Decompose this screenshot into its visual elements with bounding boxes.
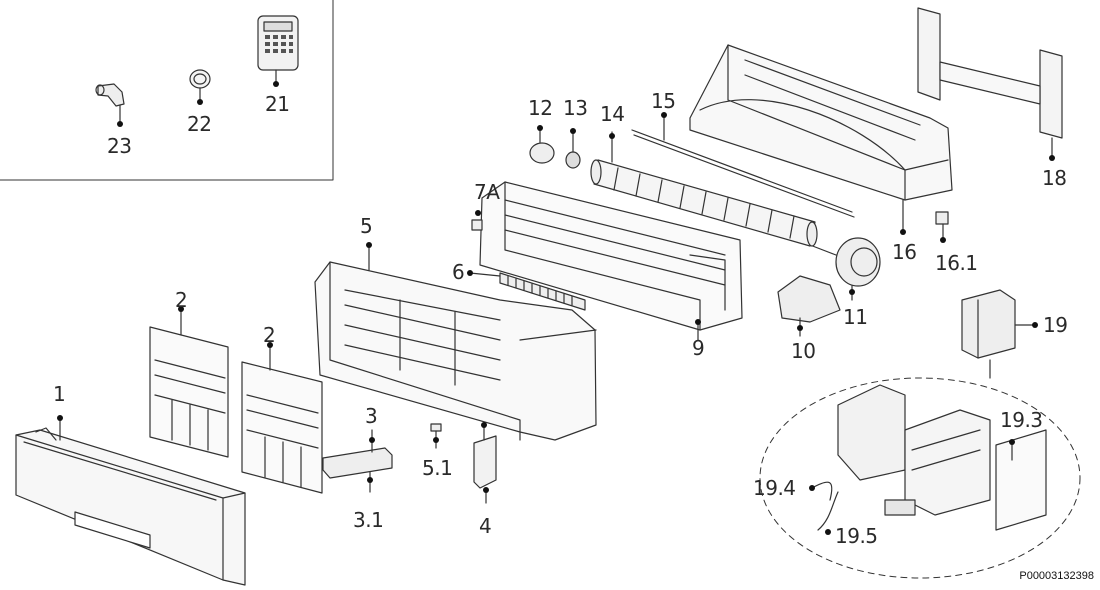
part-label-9: 9 [692,336,705,360]
bearing-holder [529,127,555,164]
evaporator [471,181,743,341]
front-panel [15,417,246,586]
swing-rod [631,114,855,218]
part-label-19: 19 [1043,313,1068,337]
part-label-16-1: 16.1 [935,251,978,275]
part-label-19-4: 19.4 [753,476,796,500]
part-label-7a: 7A [474,180,500,204]
terminal-cover [473,424,497,504]
detail-ellipse [759,377,1081,579]
part-label-22: 22 [187,112,212,136]
part-label-5: 5 [360,214,373,238]
air-filter-right [241,345,323,494]
drain-elbow [95,83,125,124]
part-label-13: 13 [563,96,588,120]
part-label-11: 11 [843,305,868,329]
mounting-plate [917,7,1063,159]
bushing [565,130,581,169]
air-filter-left [149,309,229,458]
part-label-5-1: 5.1 [422,456,453,480]
part-label-1: 1 [53,382,66,406]
electric-control-box [961,289,1036,379]
part-label-4: 4 [479,514,492,538]
motor-bracket [777,275,841,337]
drawing-code: P00003132398 [1019,570,1094,582]
cap-part [902,199,949,241]
clip-part [430,423,442,449]
part-label-16: 16 [892,240,917,264]
part-label-19-3: 19.3 [1000,408,1043,432]
part-label-14: 14 [600,102,625,126]
part-label-6: 6 [452,260,465,284]
part-label-3-1: 3.1 [353,508,384,532]
display-board [322,429,393,493]
part-label-21: 21 [265,92,290,116]
part-label-10: 10 [791,339,816,363]
part-label-19-5: 19.5 [835,524,878,548]
front-frame [314,244,597,441]
remote-control [257,15,299,83]
part-label-2-right: 2 [263,323,276,347]
fan-motor [809,237,881,301]
control-board [811,384,1047,531]
drain-hose [469,272,586,311]
part-label-3: 3 [365,404,378,428]
leader-dots [57,81,1055,535]
ring-part [189,69,211,102]
cross-flow-fan [590,131,818,247]
part-label-2-left: 2 [175,288,188,312]
part-label-15: 15 [651,89,676,113]
part-label-12: 12 [528,96,553,120]
accessory-box [0,0,334,181]
part-label-18: 18 [1042,166,1067,190]
part-label-23: 23 [107,134,132,158]
base-chassis [689,44,953,201]
